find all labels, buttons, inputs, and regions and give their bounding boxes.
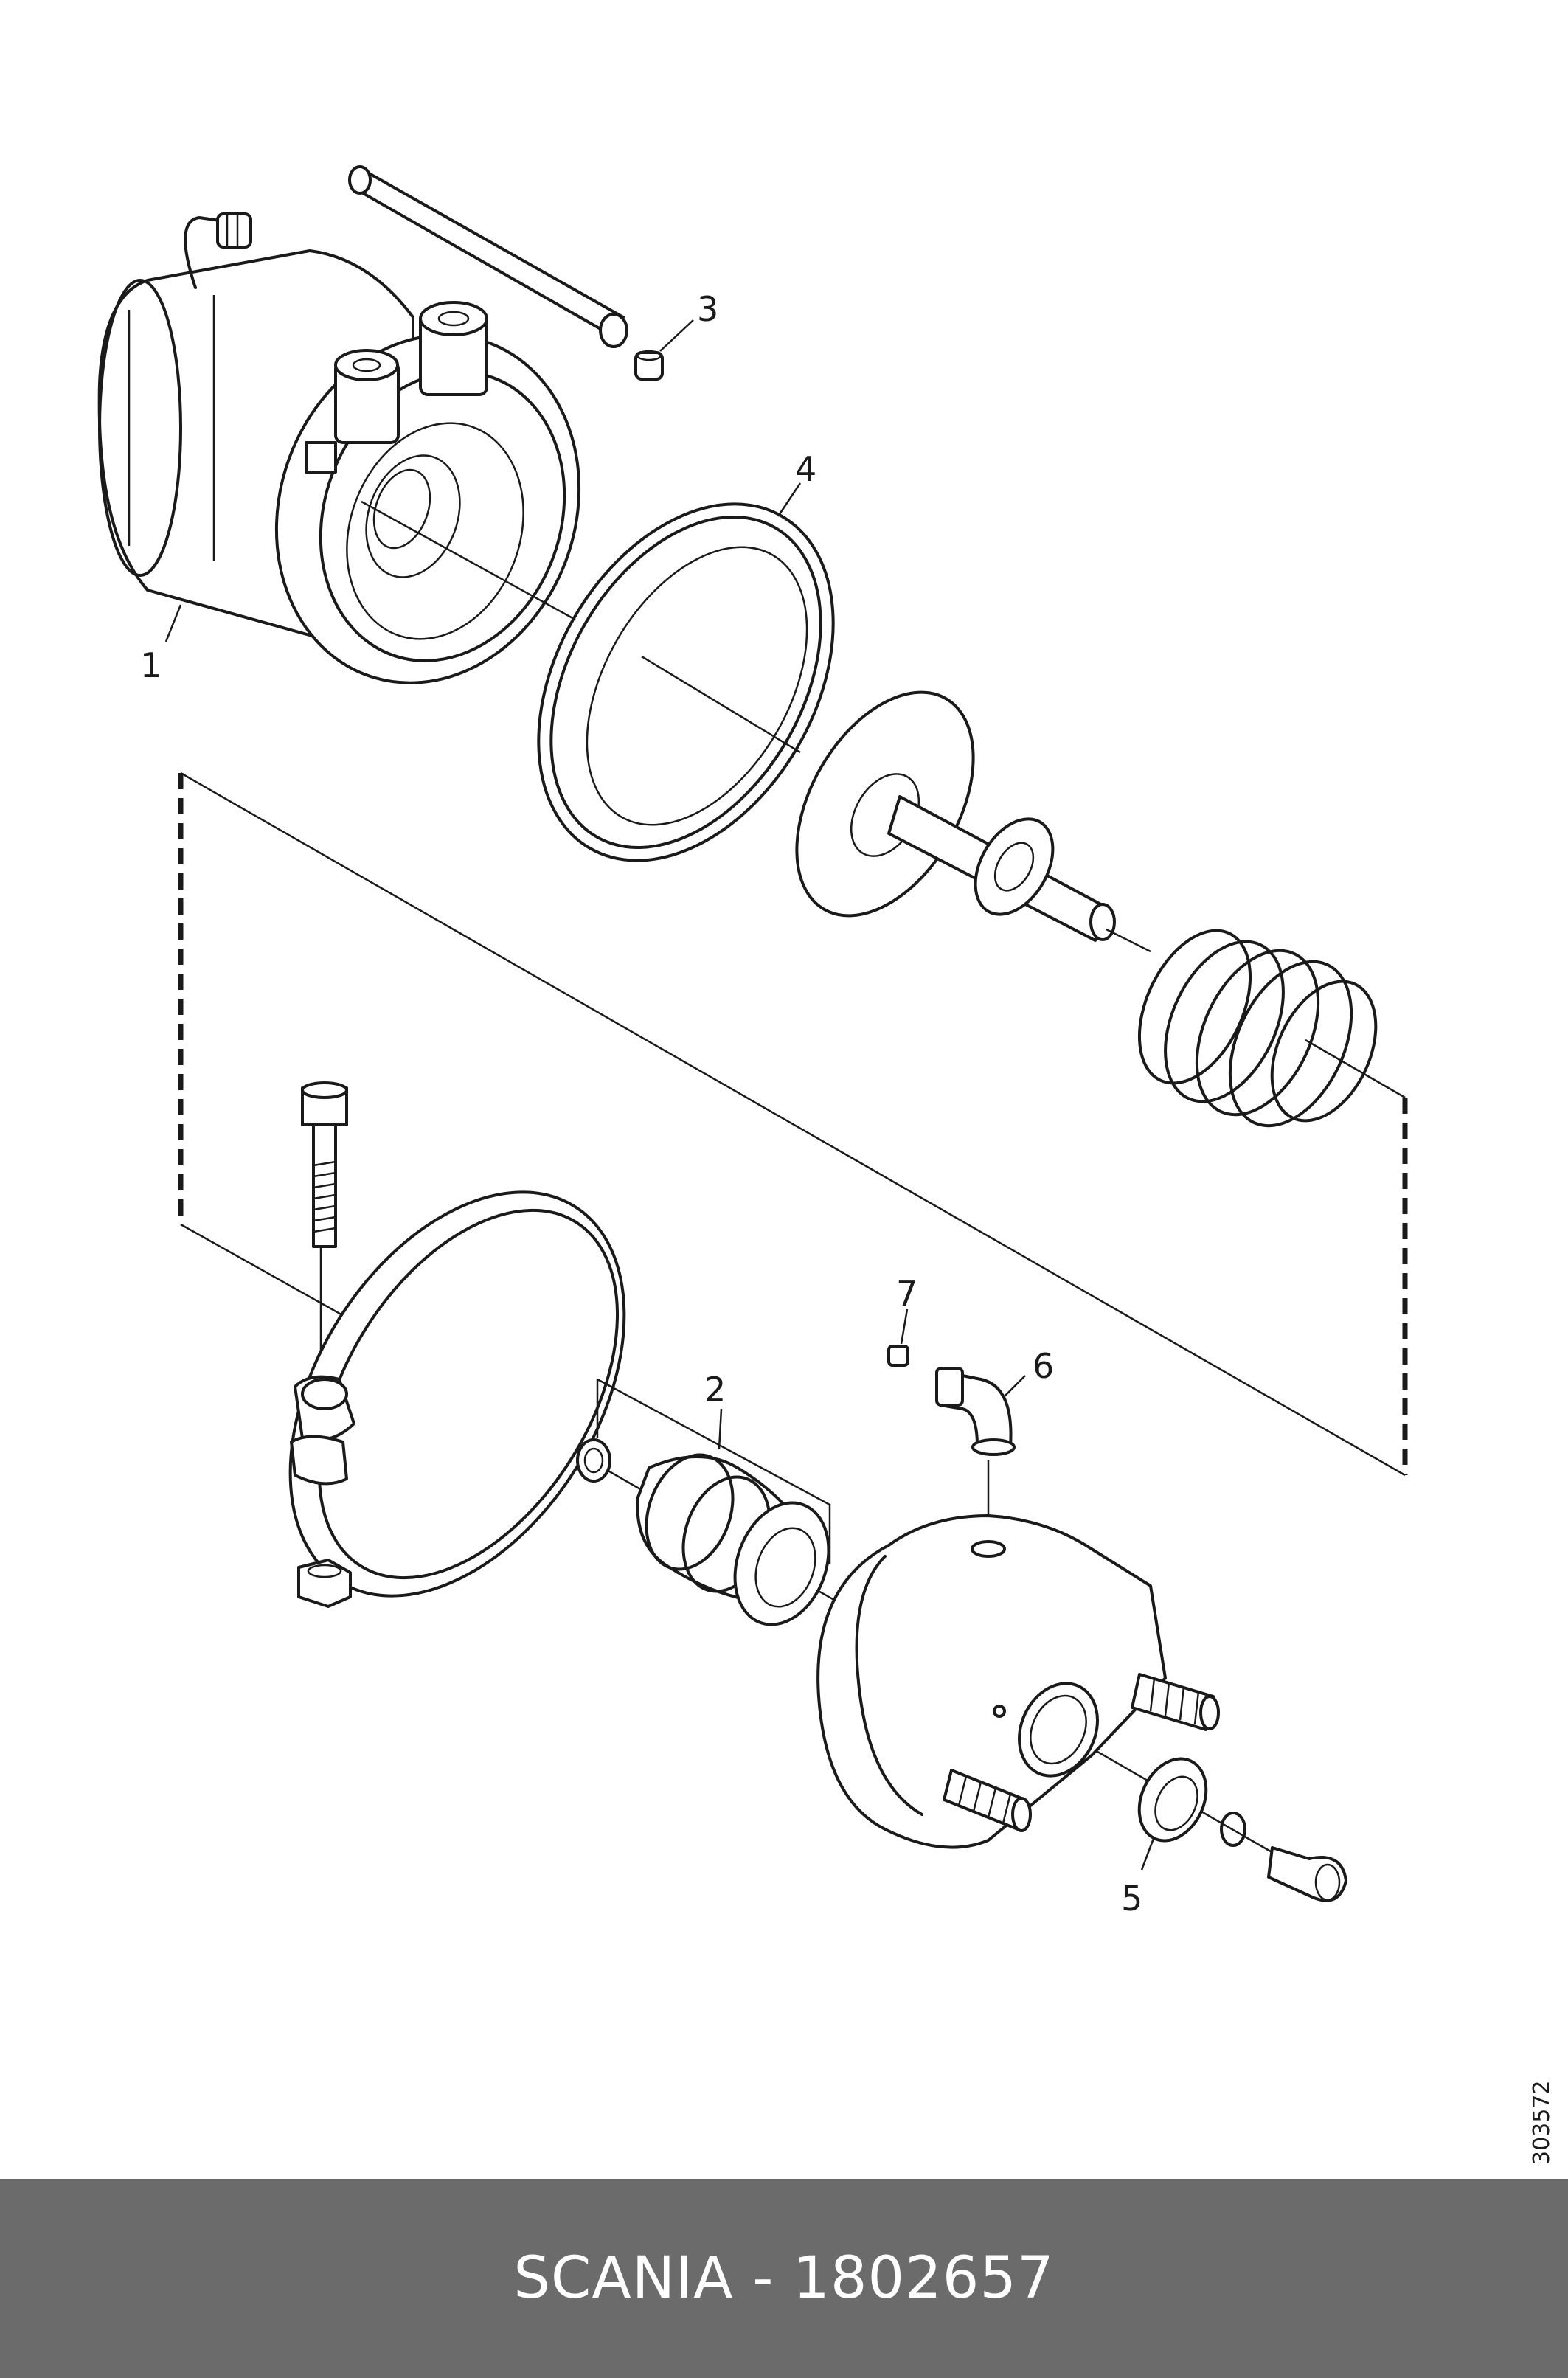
callout-2: 2 bbox=[704, 1370, 726, 1410]
clamp-ring bbox=[288, 1190, 626, 1598]
return-spring bbox=[1137, 929, 1378, 1128]
brake-nipple bbox=[1267, 1846, 1347, 1902]
callout-1: 1 bbox=[140, 645, 162, 685]
push-rod bbox=[348, 165, 628, 348]
bellows-kit-part-2 bbox=[576, 1378, 831, 1626]
callout-3: 3 bbox=[697, 289, 718, 329]
clamp-bolt bbox=[301, 1081, 348, 1248]
plug-part-3 bbox=[634, 319, 694, 381]
callout-4: 4 bbox=[795, 449, 816, 489]
callout-leader-1 bbox=[164, 604, 182, 642]
o-ring bbox=[1220, 1812, 1246, 1847]
elbow-fitting-part-6 bbox=[935, 1367, 1026, 1456]
footer-bar: SCANIA - 1802657 bbox=[0, 2179, 1568, 2378]
drawing-number: 303572 bbox=[1529, 2080, 1555, 2165]
callout-6: 6 bbox=[1033, 1346, 1054, 1386]
footer-part-number: 1802657 bbox=[793, 2245, 1055, 2312]
clamp-nut bbox=[297, 1559, 352, 1608]
footer-text: SCANIA - 1802657 bbox=[513, 2245, 1054, 2312]
brake-cylinder-housing bbox=[97, 212, 581, 684]
brake-chamber-housing bbox=[816, 1514, 1220, 1849]
footer-brand: SCANIA bbox=[513, 2245, 734, 2312]
seal-ring-part-5 bbox=[1137, 1757, 1208, 1871]
assembly-bracket-dashed bbox=[178, 773, 1408, 1475]
callout-7: 7 bbox=[896, 1274, 917, 1314]
callout-5: 5 bbox=[1121, 1879, 1142, 1918]
piston-plate-with-rod bbox=[795, 690, 1116, 942]
footer-separator: - bbox=[733, 2245, 794, 2312]
bleed-plug-part-7 bbox=[887, 1308, 909, 1367]
